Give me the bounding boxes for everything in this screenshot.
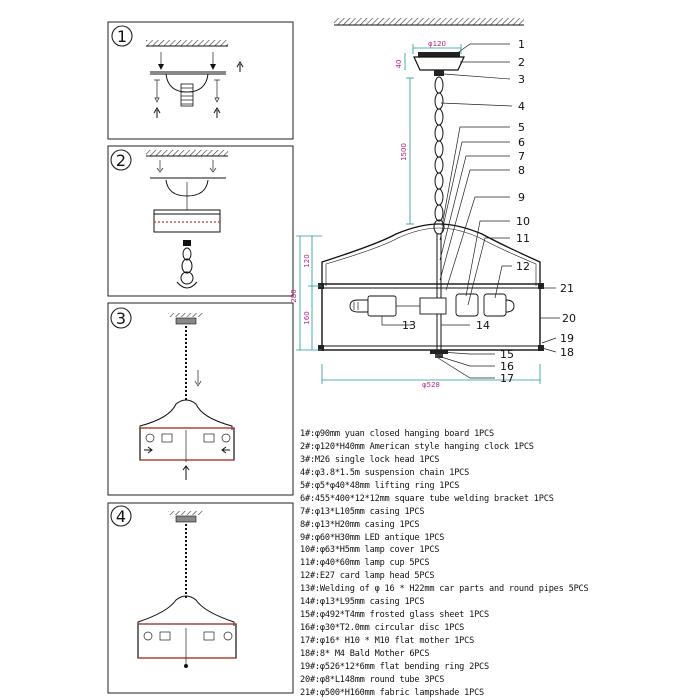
- main-elevation: φ120 40 1500: [290, 18, 560, 389]
- step-2-number: 2: [116, 151, 126, 170]
- parts-list-item: 3#:M26 single lock head 1PCS: [300, 454, 440, 465]
- callout-18: 18: [560, 346, 574, 359]
- step-3-panel: 3: [107, 302, 294, 496]
- callout-5: 5: [518, 121, 525, 134]
- parts-list-item: 13#:Welding of φ 16 * H22mm car parts an…: [300, 584, 589, 595]
- parts-list-item: 2#:φ120*H40mm American style hanging clo…: [300, 441, 534, 452]
- parts-list-item: 21#:φ500*H160mm fabric lampshade 1PCS: [300, 687, 485, 698]
- step-2-panel: 2: [107, 145, 294, 297]
- callout-11: 11: [516, 232, 530, 245]
- step-3-badge: [110, 307, 132, 329]
- parts-list-item: 8#:φ13*H20mm casing 1PCS: [300, 519, 420, 530]
- step-1-number: 1: [117, 27, 127, 46]
- parts-list-item: 10#:φ63*H5mm lamp cover 1PCS: [300, 545, 440, 556]
- callout-1: 1: [518, 38, 525, 51]
- step-1-badge: [111, 25, 133, 47]
- parts-list-item: 1#:φ90mm yuan closed hanging board 1PCS: [300, 429, 494, 439]
- callout-14: 14: [476, 319, 490, 332]
- parts-list-item: 12#:E27 card lamp head 5PCS: [300, 571, 435, 582]
- parts-list-item: 6#:455*400*12*12mm square tube welding b…: [300, 493, 554, 504]
- callout-21: 21: [560, 282, 574, 295]
- callout-19: 19: [560, 332, 574, 345]
- callout-12: 12: [516, 260, 530, 273]
- parts-list-item: 16#:φ30*T2.0mm circular disc 1PCS: [300, 623, 465, 634]
- step-4-badge: [110, 505, 132, 527]
- dim-canopy-height: 40: [395, 60, 403, 69]
- callout-16: 16: [500, 360, 514, 373]
- callout-4: 4: [518, 100, 525, 113]
- callout-9: 9: [518, 191, 525, 204]
- callout-13: 13: [402, 319, 416, 332]
- step-3-number: 3: [116, 309, 126, 328]
- parts-list-item: 11#:φ40*60mm lamp cup 5PCS: [300, 558, 430, 569]
- suspension-chain: [433, 76, 445, 235]
- dim-overall-diameter: φ528: [422, 381, 440, 389]
- parts-list-item: 9#:φ60*H30mm LED antique 1PCS: [300, 532, 445, 543]
- parts-list-item: 5#:φ5*φ40*48mm lifting ring 1PCS: [300, 480, 460, 491]
- parts-list-item: 19#:φ526*12*6mm flat bending ring 2PCS: [300, 661, 490, 672]
- callout-2: 2: [518, 56, 525, 69]
- callout-15: 15: [500, 348, 514, 361]
- step-4-panel: 4: [107, 502, 294, 694]
- dim-canopy-diameter: φ120: [428, 40, 446, 48]
- callout-7: 7: [518, 150, 525, 163]
- callout-10: 10: [516, 215, 530, 228]
- dim-total-height: 280: [290, 289, 298, 302]
- callout-3: 3: [518, 73, 525, 86]
- parts-list: 1#:φ90mm yuan closed hanging board 1PCS …: [300, 428, 695, 700]
- callout-numbers: 1 2 3 4 5 6 7 8 9 10 11 12 13 14 15 16 1…: [402, 38, 576, 385]
- callout-8: 8: [518, 164, 525, 177]
- dim-chain-length: 1500: [400, 143, 408, 161]
- step-2-badge: [110, 149, 132, 171]
- dim-upper-height: 120: [303, 254, 311, 267]
- parts-list-item: 7#:φ13*L105mm casing 1PCS: [300, 506, 425, 517]
- parts-list-item: 4#:φ3.8*1.5m suspension chain 1PCS: [300, 467, 470, 478]
- step-1-panel: 1: [107, 21, 294, 140]
- parts-list-item: 20#:φ8*L148mm round tube 3PCS: [300, 674, 445, 685]
- parts-list-item: 18#:8* M4 Bald Mother 6PCS: [300, 648, 430, 659]
- dim-lower-height: 160: [303, 311, 311, 324]
- callout-17: 17: [500, 372, 514, 385]
- parts-list-item: 14#:φ13*L95mm casing 1PCS: [300, 597, 425, 608]
- callout-20: 20: [562, 312, 576, 325]
- step-4-number: 4: [116, 507, 126, 526]
- callout-6: 6: [518, 136, 525, 149]
- parts-list-item: 15#:φ492*T4mm frosted glass sheet 1PCS: [300, 610, 490, 621]
- parts-list-item: 17#:φ16* H10 * M10 flat mother 1PCS: [300, 636, 475, 646]
